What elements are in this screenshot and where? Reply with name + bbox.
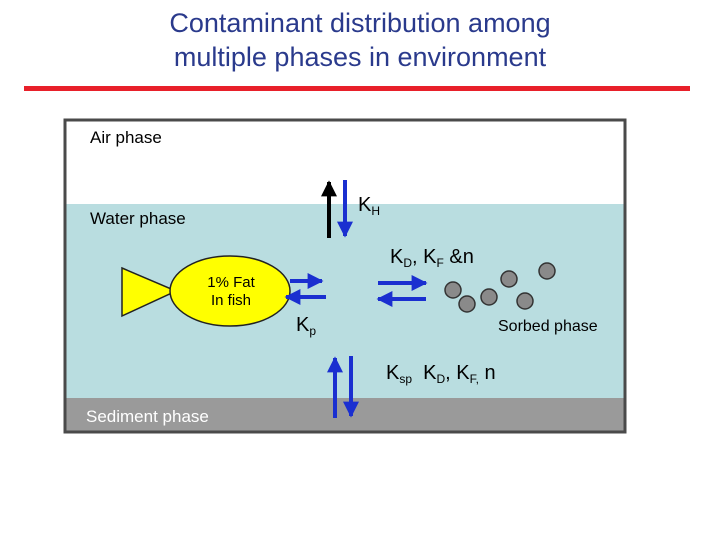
- slide-title: Contaminant distribution among multiple …: [0, 6, 720, 74]
- kh-symbol: K: [358, 194, 372, 216]
- kp-label: Kp: [296, 314, 316, 338]
- n-symbol: &n: [443, 246, 474, 268]
- sorbed-phase-label: Sorbed phase: [498, 318, 598, 335]
- kf-symbol: , K: [412, 246, 437, 268]
- kd-subscript: D: [403, 256, 413, 270]
- particle: [516, 292, 534, 310]
- kp-subscript: p: [309, 324, 317, 338]
- particle: [538, 262, 556, 280]
- fish-label-line-2: In fish: [210, 292, 252, 309]
- kf-symbol-2: , K: [445, 362, 470, 384]
- kf-subscript: F: [436, 256, 444, 270]
- kd-kf-label: KD, KF &n: [390, 246, 474, 270]
- kd-exchange-arrows: [376, 275, 428, 307]
- sediment-phase-label: Sediment phase: [86, 407, 209, 426]
- kh-exchange-arrows: [321, 180, 353, 238]
- kf-subscript-2: F,: [469, 372, 479, 386]
- n-symbol-2: n: [478, 362, 496, 384]
- kh-label: KH: [358, 194, 380, 218]
- title-line-1: Contaminant distribution among: [169, 8, 551, 38]
- particle: [480, 288, 498, 306]
- particle: [458, 295, 476, 313]
- title-underline: [24, 86, 690, 91]
- fish-label: 1% Fat In fish: [200, 274, 262, 310]
- water-phase-label: Water phase: [90, 209, 186, 228]
- kd-symbol: K: [390, 246, 404, 268]
- air-phase-label: Air phase: [90, 128, 162, 147]
- particle: [500, 270, 518, 288]
- ksp-subscript: sp: [399, 372, 413, 386]
- ksp-symbol: K: [386, 362, 400, 384]
- kd-subscript-2: D: [436, 372, 446, 386]
- particle: [444, 281, 462, 299]
- title-line-2: multiple phases in environment: [173, 42, 547, 72]
- kp-exchange-arrows: [284, 273, 326, 305]
- diagram-frame: [63, 118, 627, 434]
- fish-label-line-1: 1% Fat: [207, 274, 255, 291]
- fish-tail: [121, 266, 178, 318]
- ksp-kd-kf-label: Ksp KD, KF, n: [386, 362, 496, 386]
- kh-subscript: H: [371, 204, 381, 218]
- kd-symbol-2: K: [412, 362, 437, 384]
- sorbed-particles: [444, 262, 556, 313]
- kp-symbol: K: [296, 314, 310, 336]
- fish-shape: [121, 255, 291, 327]
- ksp-exchange-arrows: [327, 356, 359, 418]
